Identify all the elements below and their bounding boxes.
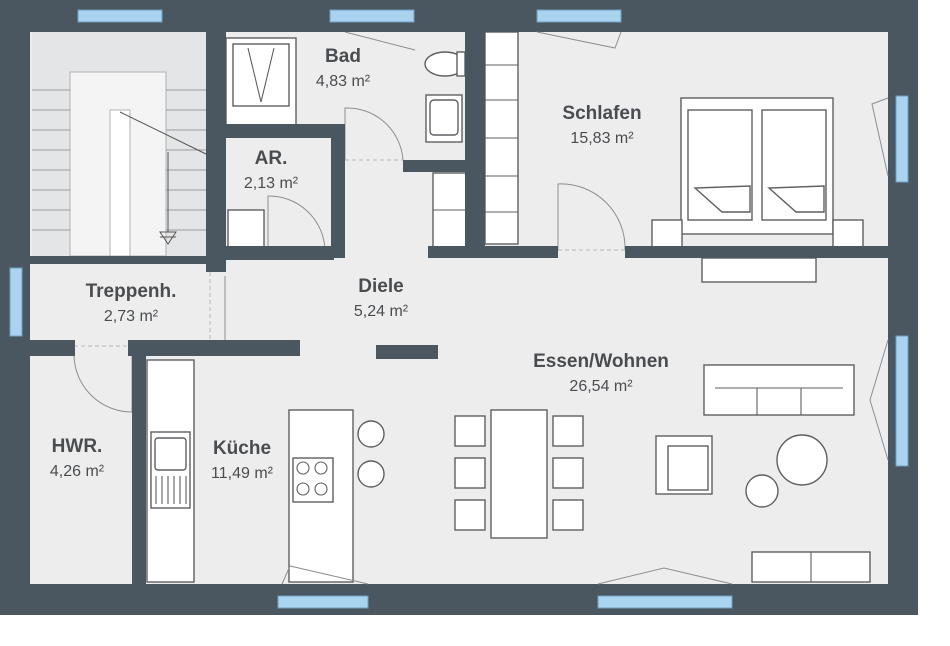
room-labels: Bad 4,83 m² Schlafen 15,83 m² AR. 2,13 m…	[50, 46, 669, 482]
kitchen-furniture	[146, 359, 385, 583]
label-essen-wohnen-area: 26,54 m²	[569, 378, 633, 395]
label-hwr-name: HWR.	[52, 436, 103, 457]
label-bad-area: 4,83 m²	[316, 73, 371, 90]
label-kueche-name: Küche	[213, 438, 271, 459]
dining-set	[454, 409, 584, 539]
staircase	[32, 32, 207, 257]
label-treppenhaus-name: Treppenh.	[86, 281, 177, 302]
bedroom-furniture	[484, 31, 864, 283]
label-essen-wohnen-name: Essen/Wohnen	[533, 351, 669, 372]
label-ar-name: AR.	[255, 148, 288, 169]
label-hwr-area: 4,26 m²	[50, 463, 105, 480]
label-diele-area: 5,24 m²	[354, 303, 409, 320]
label-schlafen-name: Schlafen	[562, 103, 641, 124]
label-kueche-area: 11,49 m²	[211, 465, 274, 482]
label-ar-area: 2,13 m²	[244, 175, 299, 192]
label-diele-name: Diele	[358, 276, 403, 297]
windows	[9, 9, 909, 609]
label-treppenhaus-area: 2,73 m²	[104, 308, 159, 325]
label-bad-name: Bad	[325, 46, 361, 67]
label-schlafen-area: 15,83 m²	[570, 130, 634, 147]
living-furniture	[655, 364, 871, 583]
